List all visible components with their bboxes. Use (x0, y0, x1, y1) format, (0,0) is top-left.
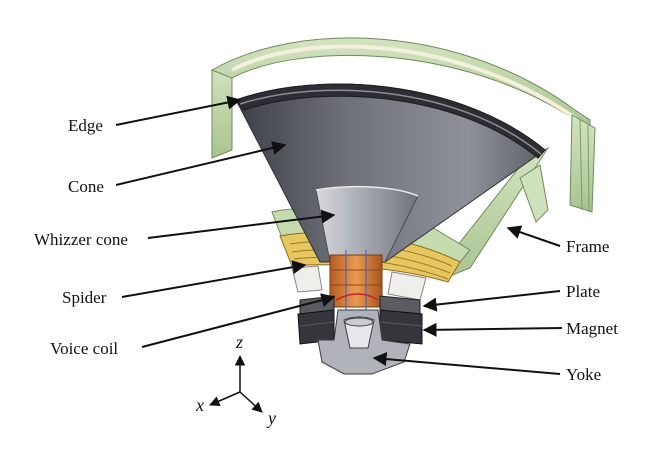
edge-label: Edge (68, 116, 103, 135)
spider-label: Spider (62, 288, 107, 307)
leader-lines (115, 95, 563, 375)
spider-leader (121, 260, 307, 298)
x-axis-label: x (195, 395, 204, 415)
plate-label: Plate (566, 282, 600, 301)
plate-leader (422, 290, 561, 312)
yoke-label: Yoke (566, 365, 601, 384)
yoke-leader (372, 352, 561, 375)
voice-coil-leader (141, 293, 336, 348)
whizzer-cone-label: Whizzer cone (34, 230, 128, 249)
whizzer-cone-leader (147, 209, 336, 239)
coordinate-axes: z x y (195, 332, 276, 428)
voice-coil-label: Voice coil (50, 339, 118, 358)
magnet-part (297, 309, 423, 345)
x-axis-arrow (209, 391, 241, 407)
edge-leader (115, 95, 242, 126)
cone-leader (115, 141, 287, 186)
whizzer-cone-part (315, 185, 419, 263)
frame-label: Frame (566, 237, 609, 256)
voice-coil-part (329, 250, 383, 310)
frame-leader (506, 225, 561, 247)
z-axis-label: z (235, 332, 243, 352)
y-axis-arrow (239, 391, 263, 413)
magnet-label: Magnet (566, 319, 618, 338)
y-axis-label: y (266, 408, 276, 428)
cone-label: Cone (68, 177, 104, 196)
magnet-leader (422, 322, 563, 337)
